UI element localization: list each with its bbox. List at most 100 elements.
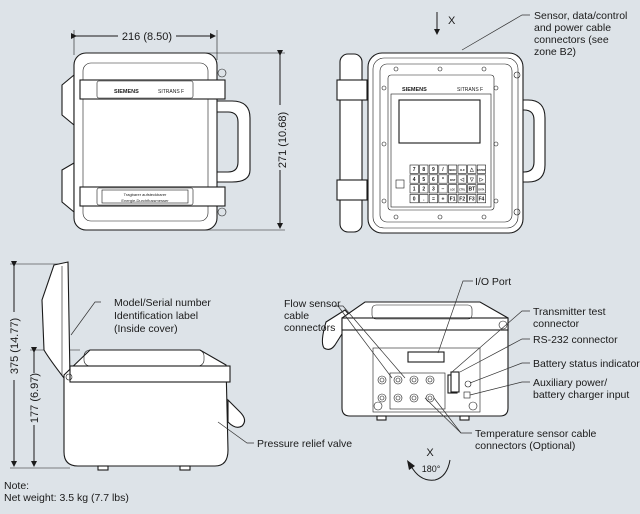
front-brand-label: SIEMENS bbox=[114, 89, 139, 95]
keypad-key-label: CTRL bbox=[459, 190, 466, 192]
sensor-connector bbox=[425, 375, 435, 385]
keypad-key bbox=[457, 174, 467, 184]
keypad-key bbox=[409, 184, 419, 194]
rotate-arrow-icon bbox=[410, 459, 451, 481]
keypad-key bbox=[467, 174, 477, 184]
keypad-key-label: F4 bbox=[478, 196, 484, 202]
keypad-key-label: 6 bbox=[432, 177, 435, 183]
rotation-label: 180° bbox=[422, 464, 441, 474]
keypad-key-label: 2 bbox=[422, 187, 425, 193]
note-text: Net weight: 3.5 kg (7.7 lbs) bbox=[4, 492, 129, 504]
keypad-key-label: F2 bbox=[459, 196, 465, 202]
keypad-key bbox=[419, 194, 429, 204]
keypad-key-label: MENU bbox=[449, 170, 456, 172]
id-label-callout-line1: Model/Serial number bbox=[114, 297, 211, 309]
io-port-connector bbox=[407, 351, 445, 363]
keypad-key-label: BT bbox=[468, 187, 475, 193]
total-height-dimension: 375 (14.77) bbox=[9, 318, 21, 374]
sensor-connector bbox=[427, 395, 433, 401]
keypad-key bbox=[476, 174, 486, 184]
sensor-connector bbox=[379, 377, 385, 383]
keypad-key bbox=[428, 174, 438, 184]
keypad-key-label: 5 bbox=[422, 177, 425, 183]
sensor-connector bbox=[395, 377, 401, 383]
keypad-key-label: 9 bbox=[432, 167, 435, 173]
keypad-key bbox=[476, 164, 486, 174]
keypad-key-label: 1 bbox=[413, 187, 416, 193]
keypad-key-label: 8 bbox=[422, 167, 425, 173]
keypad-key bbox=[409, 194, 419, 204]
display-screen bbox=[398, 99, 481, 144]
sensor-callout-line1: Sensor, data/control bbox=[534, 10, 627, 22]
sensor-connector bbox=[409, 393, 419, 403]
keypad-key bbox=[457, 194, 467, 204]
sensor-connectors bbox=[377, 375, 435, 403]
temp-sensor-callout-line1: Temperature sensor cable bbox=[475, 428, 597, 440]
keypad-key bbox=[448, 174, 458, 184]
keypad-key bbox=[467, 194, 477, 204]
width-dimension: 216 (8.50) bbox=[122, 31, 172, 43]
rs232-callout: RS-232 connector bbox=[533, 334, 618, 346]
temp-sensor-callout-line2: connectors (Optional) bbox=[475, 440, 575, 452]
keypad-key bbox=[476, 184, 486, 194]
sensor-connector bbox=[409, 375, 419, 385]
aux-power-callout-line1: Auxiliary power/ bbox=[533, 377, 607, 389]
keypad-key bbox=[438, 164, 448, 174]
keypad-key-label: ▽ bbox=[469, 177, 474, 183]
io-port-callout: I/O Port bbox=[475, 276, 511, 288]
sensor-callout-line4: zone B2) bbox=[534, 46, 576, 58]
sensor-callout-line2: and power cable bbox=[534, 22, 611, 34]
side-view: 375 (14.77) 177 (6.97) Model/Serial numb… bbox=[9, 261, 352, 471]
keypad-key bbox=[419, 184, 429, 194]
id-label-callout-line3: (Inside cover) bbox=[114, 323, 178, 335]
front-nameplate-line2: Energie-Durchflussmesser bbox=[121, 198, 169, 203]
flow-sensor-callout-line3: connectors bbox=[284, 322, 335, 334]
sensor-connector bbox=[395, 395, 401, 401]
keypad-key-label: CLR bbox=[460, 170, 465, 172]
keypad-key bbox=[428, 194, 438, 204]
rs232-connector bbox=[450, 371, 460, 393]
keypad-key bbox=[428, 184, 438, 194]
tilt-stand bbox=[227, 398, 246, 428]
sensor-callout-line3: connectors (see bbox=[534, 34, 609, 46]
keypad-key-label: F1 bbox=[450, 196, 456, 202]
view-marker-x: X bbox=[448, 15, 456, 27]
open-product-label: SITRANS F bbox=[457, 87, 483, 93]
sensor-connector bbox=[377, 393, 387, 403]
keypad-key-label: ◁ bbox=[459, 177, 464, 183]
note-title: Note: bbox=[4, 480, 29, 492]
sensor-connector bbox=[377, 375, 387, 385]
keypad-key-label: − bbox=[442, 187, 445, 193]
pressure-valve-callout: Pressure relief valve bbox=[257, 438, 352, 450]
front-product-label: SITRANS F bbox=[158, 89, 184, 95]
keypad-key bbox=[448, 184, 458, 194]
keypad-key-label: + bbox=[442, 196, 445, 202]
keypad-key-label: = bbox=[432, 196, 435, 202]
keypad-key bbox=[438, 194, 448, 204]
sensor-connector bbox=[427, 377, 433, 383]
sensor-connector bbox=[393, 375, 403, 385]
keypad-key bbox=[457, 164, 467, 174]
keypad-key-label: ENTER bbox=[478, 170, 486, 172]
keypad-key-label: 3 bbox=[432, 187, 435, 193]
keypad-key-label: DATA bbox=[478, 189, 484, 192]
keypad-key-label: LOG bbox=[450, 190, 455, 192]
keypad-key-label: / bbox=[442, 167, 444, 173]
body-height-dimension: 177 (6.97) bbox=[29, 373, 41, 423]
panel-screws bbox=[381, 66, 499, 220]
keypad-key bbox=[467, 164, 477, 174]
flow-sensor-callout-line2: cable bbox=[284, 310, 309, 322]
battery-status-callout: Battery status indicator bbox=[533, 358, 640, 370]
rear-view-marker-x: X bbox=[426, 447, 434, 459]
sensor-connector bbox=[393, 393, 403, 403]
open-brand-label: SIEMENS bbox=[402, 87, 427, 93]
keypad-key bbox=[428, 164, 438, 174]
rear-view: Flow sensor cable connectors I/O Port Tr… bbox=[284, 276, 640, 481]
height-dimension: 271 (10.68) bbox=[277, 112, 289, 168]
test-connector-callout-line2: connector bbox=[533, 318, 580, 330]
keypad-key bbox=[438, 184, 448, 194]
keypad-key-label: ▷ bbox=[478, 177, 484, 183]
